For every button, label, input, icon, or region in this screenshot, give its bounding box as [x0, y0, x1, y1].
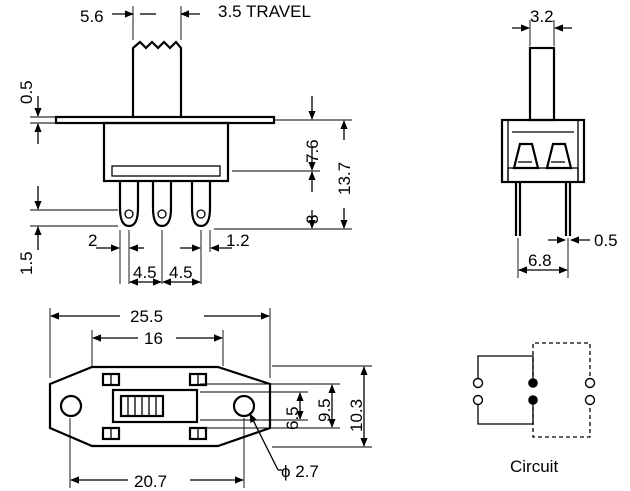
circuit-terminal [472, 377, 484, 389]
side-view: 5.6 3.5 TRAVEL 0.5 1.5 7.6 3 13.7 [17, 2, 354, 286]
dim-height-total: 13.7 [335, 162, 354, 195]
dim-hole-spacing: 16 [144, 329, 163, 348]
top-view: 25.5 16 20.7 ϕ 2.7 6.5 9.5 10.3 [48, 307, 372, 491]
circuit-terminal [472, 394, 484, 406]
switch-housing [102, 121, 230, 183]
circuit-terminal [584, 394, 596, 406]
dim-slot-height: 6.5 [283, 406, 302, 430]
dim-overall-height: 10.3 [347, 399, 366, 432]
end-housing [500, 118, 586, 184]
dim-pin-span: 6.8 [528, 251, 552, 270]
mounting-hole-left [59, 394, 83, 418]
circuit-common-terminal [528, 395, 538, 405]
dim-flange: 0.5 [17, 80, 36, 104]
dim-height-upper: 7.6 [303, 139, 322, 163]
mounting-hole-right [232, 394, 256, 418]
dim-pin-tip: 1.5 [17, 251, 36, 275]
flange-outline [48, 365, 272, 448]
dim-pin-thickness: 0.5 [594, 231, 618, 250]
end-contact-left [512, 142, 540, 170]
circuit-common-terminal [528, 378, 538, 388]
circuit-terminal [584, 377, 596, 389]
dim-pin-width: 1.2 [226, 231, 250, 250]
end-actuator [528, 46, 556, 122]
end-view: 3.2 6.8 0.5 [500, 7, 618, 278]
end-contact-right [545, 142, 573, 170]
dim-pin-left: 2 [88, 231, 97, 250]
dim-body-length: 20.7 [134, 472, 167, 491]
circuit-label: Circuit [510, 457, 558, 476]
dim-travel: 3.5 TRAVEL [218, 2, 311, 21]
dim-pitch-b: 4.5 [169, 263, 193, 282]
terminal-pin [118, 181, 140, 228]
dim-hole-diameter: ϕ 2.7 [281, 462, 319, 481]
actuator-slot [111, 388, 199, 424]
dim-actuator-width: 3.2 [530, 7, 554, 26]
dim-pin-length: 3 [303, 215, 322, 224]
housing-base [111, 165, 221, 177]
actuator-knob [131, 40, 183, 117]
terminal-pin [151, 181, 173, 228]
dim-overall-length: 25.5 [130, 307, 163, 326]
terminal-pins [118, 181, 212, 228]
terminal-pin [190, 181, 212, 228]
dim-left-offset: 5.6 [80, 7, 104, 26]
circuit-diagram: Circuit [472, 342, 596, 476]
dim-pitch-a: 4.5 [133, 263, 157, 282]
dim-body-height: 9.5 [315, 398, 334, 422]
